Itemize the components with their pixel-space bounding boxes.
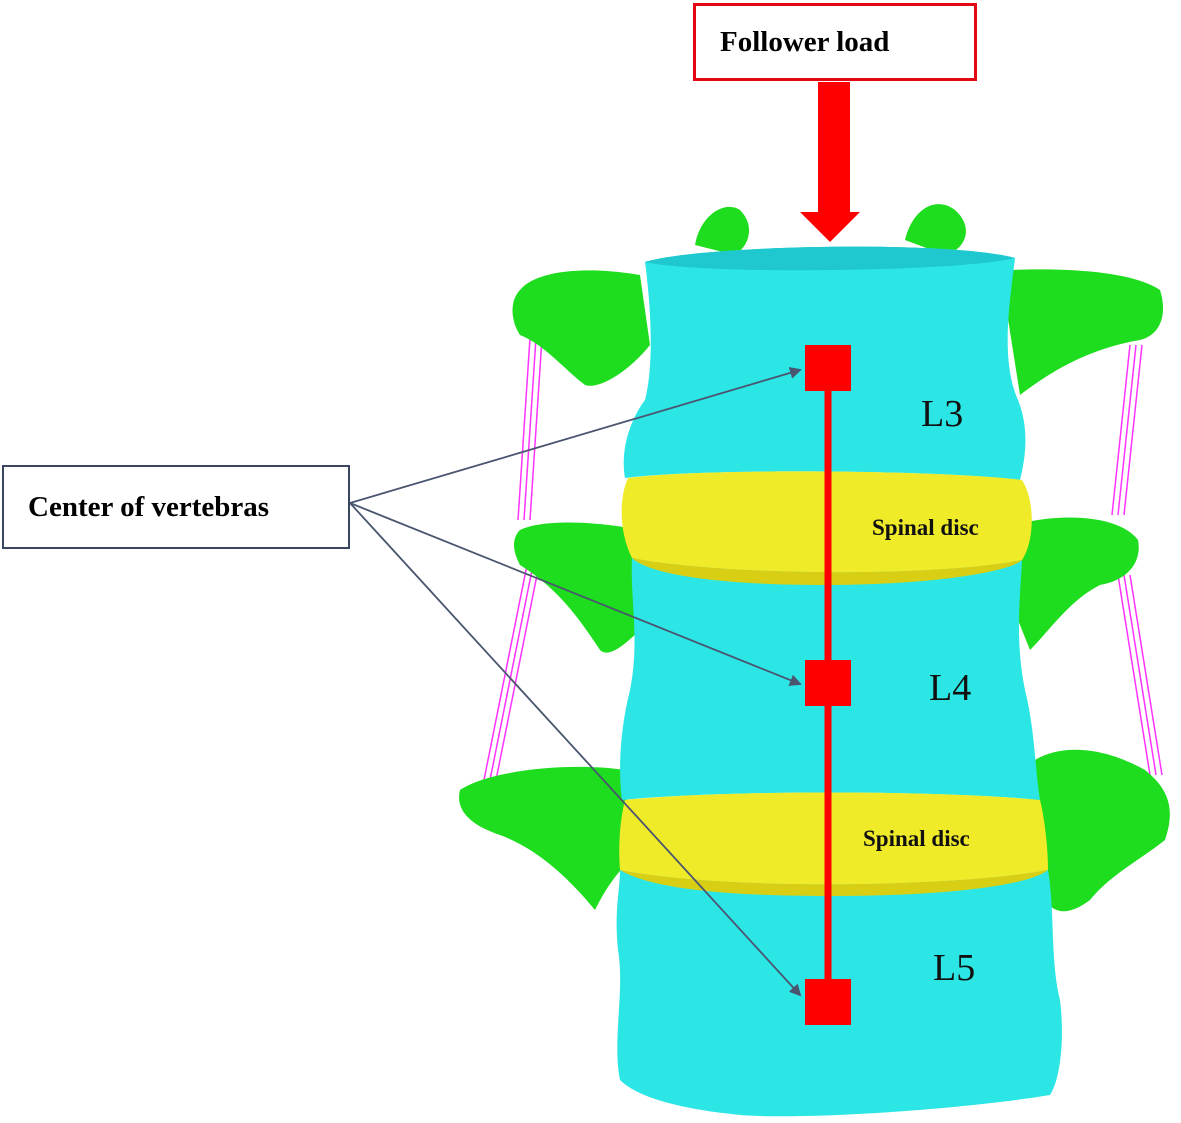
center-marker-l5 xyxy=(805,979,851,1025)
center-marker-l3 xyxy=(805,345,851,391)
l4-transverse-process-left xyxy=(514,522,650,653)
vertebra-label-l5: L5 xyxy=(933,947,976,989)
vertebra-label-l4: L4 xyxy=(929,667,972,709)
ligament-left xyxy=(483,337,543,781)
l5-processes xyxy=(459,749,1170,912)
ligament-right xyxy=(1111,344,1163,776)
vertebra-label-l3: L3 xyxy=(921,393,964,435)
l3-transverse-process-left xyxy=(512,270,650,386)
follower-load-label: Follower load xyxy=(720,25,890,58)
center-marker-l4 xyxy=(805,660,851,706)
l3-superior-process-right xyxy=(905,204,966,255)
callout-arrow-l5 xyxy=(349,502,802,997)
follower-load-arrow xyxy=(800,82,860,242)
disc-label-lower: Spinal disc xyxy=(863,826,970,851)
l3-transverse-process-right xyxy=(1005,269,1164,395)
spinal-disc-lower xyxy=(619,792,1048,896)
l5-transverse-process-left xyxy=(459,766,630,910)
center-of-vertebras-label-box: Center of vertebras xyxy=(2,465,350,549)
l3-superior-process-left xyxy=(695,206,750,255)
callout-arrow-l4 xyxy=(349,502,802,686)
disc-label-upper: Spinal disc xyxy=(872,515,979,540)
callout-arrow-l3 xyxy=(349,367,802,504)
l3-processes xyxy=(512,204,1164,395)
follower-load-label-box: Follower load xyxy=(693,3,977,81)
callout-arrows xyxy=(349,367,802,997)
center-of-vertebras-label: Center of vertebras xyxy=(28,490,270,523)
l5-transverse-process-right xyxy=(1030,749,1170,912)
l4-processes xyxy=(514,517,1139,653)
l4-transverse-process-right xyxy=(1010,517,1139,650)
